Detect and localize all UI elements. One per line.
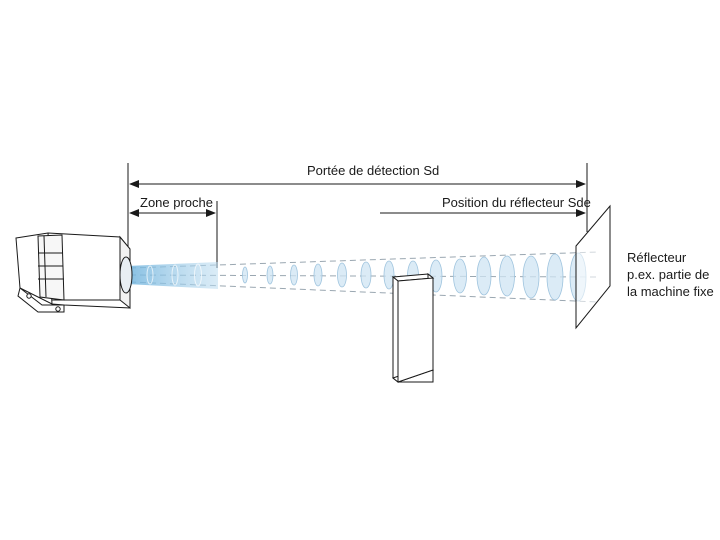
near-zone-wavefronts bbox=[146, 263, 202, 287]
reflector-position-label: Position du réflecteur Sde bbox=[442, 195, 591, 210]
obstacle-block bbox=[391, 272, 435, 384]
reflector-label-line: Réflecteur bbox=[627, 250, 687, 265]
reflector-label-line: p.ex. partie de bbox=[627, 267, 710, 282]
mount-hole-icon bbox=[26, 293, 32, 299]
detection-range-label: Portée de détection Sd bbox=[307, 163, 440, 178]
mount-hole-icon bbox=[55, 306, 61, 312]
reflector-label-line: la machine fixe bbox=[627, 284, 714, 299]
near-zone-label: Zone proche bbox=[140, 195, 213, 210]
reflector-label: Réflecteur p.ex. partie de la machine fi… bbox=[627, 249, 714, 300]
sensor-connector bbox=[37, 234, 65, 301]
dimension-lines bbox=[127, 163, 588, 268]
reflector-plate bbox=[575, 204, 611, 330]
sensor-body bbox=[15, 232, 133, 313]
sensor-face bbox=[119, 256, 133, 294]
sensor-bracket bbox=[17, 287, 65, 313]
